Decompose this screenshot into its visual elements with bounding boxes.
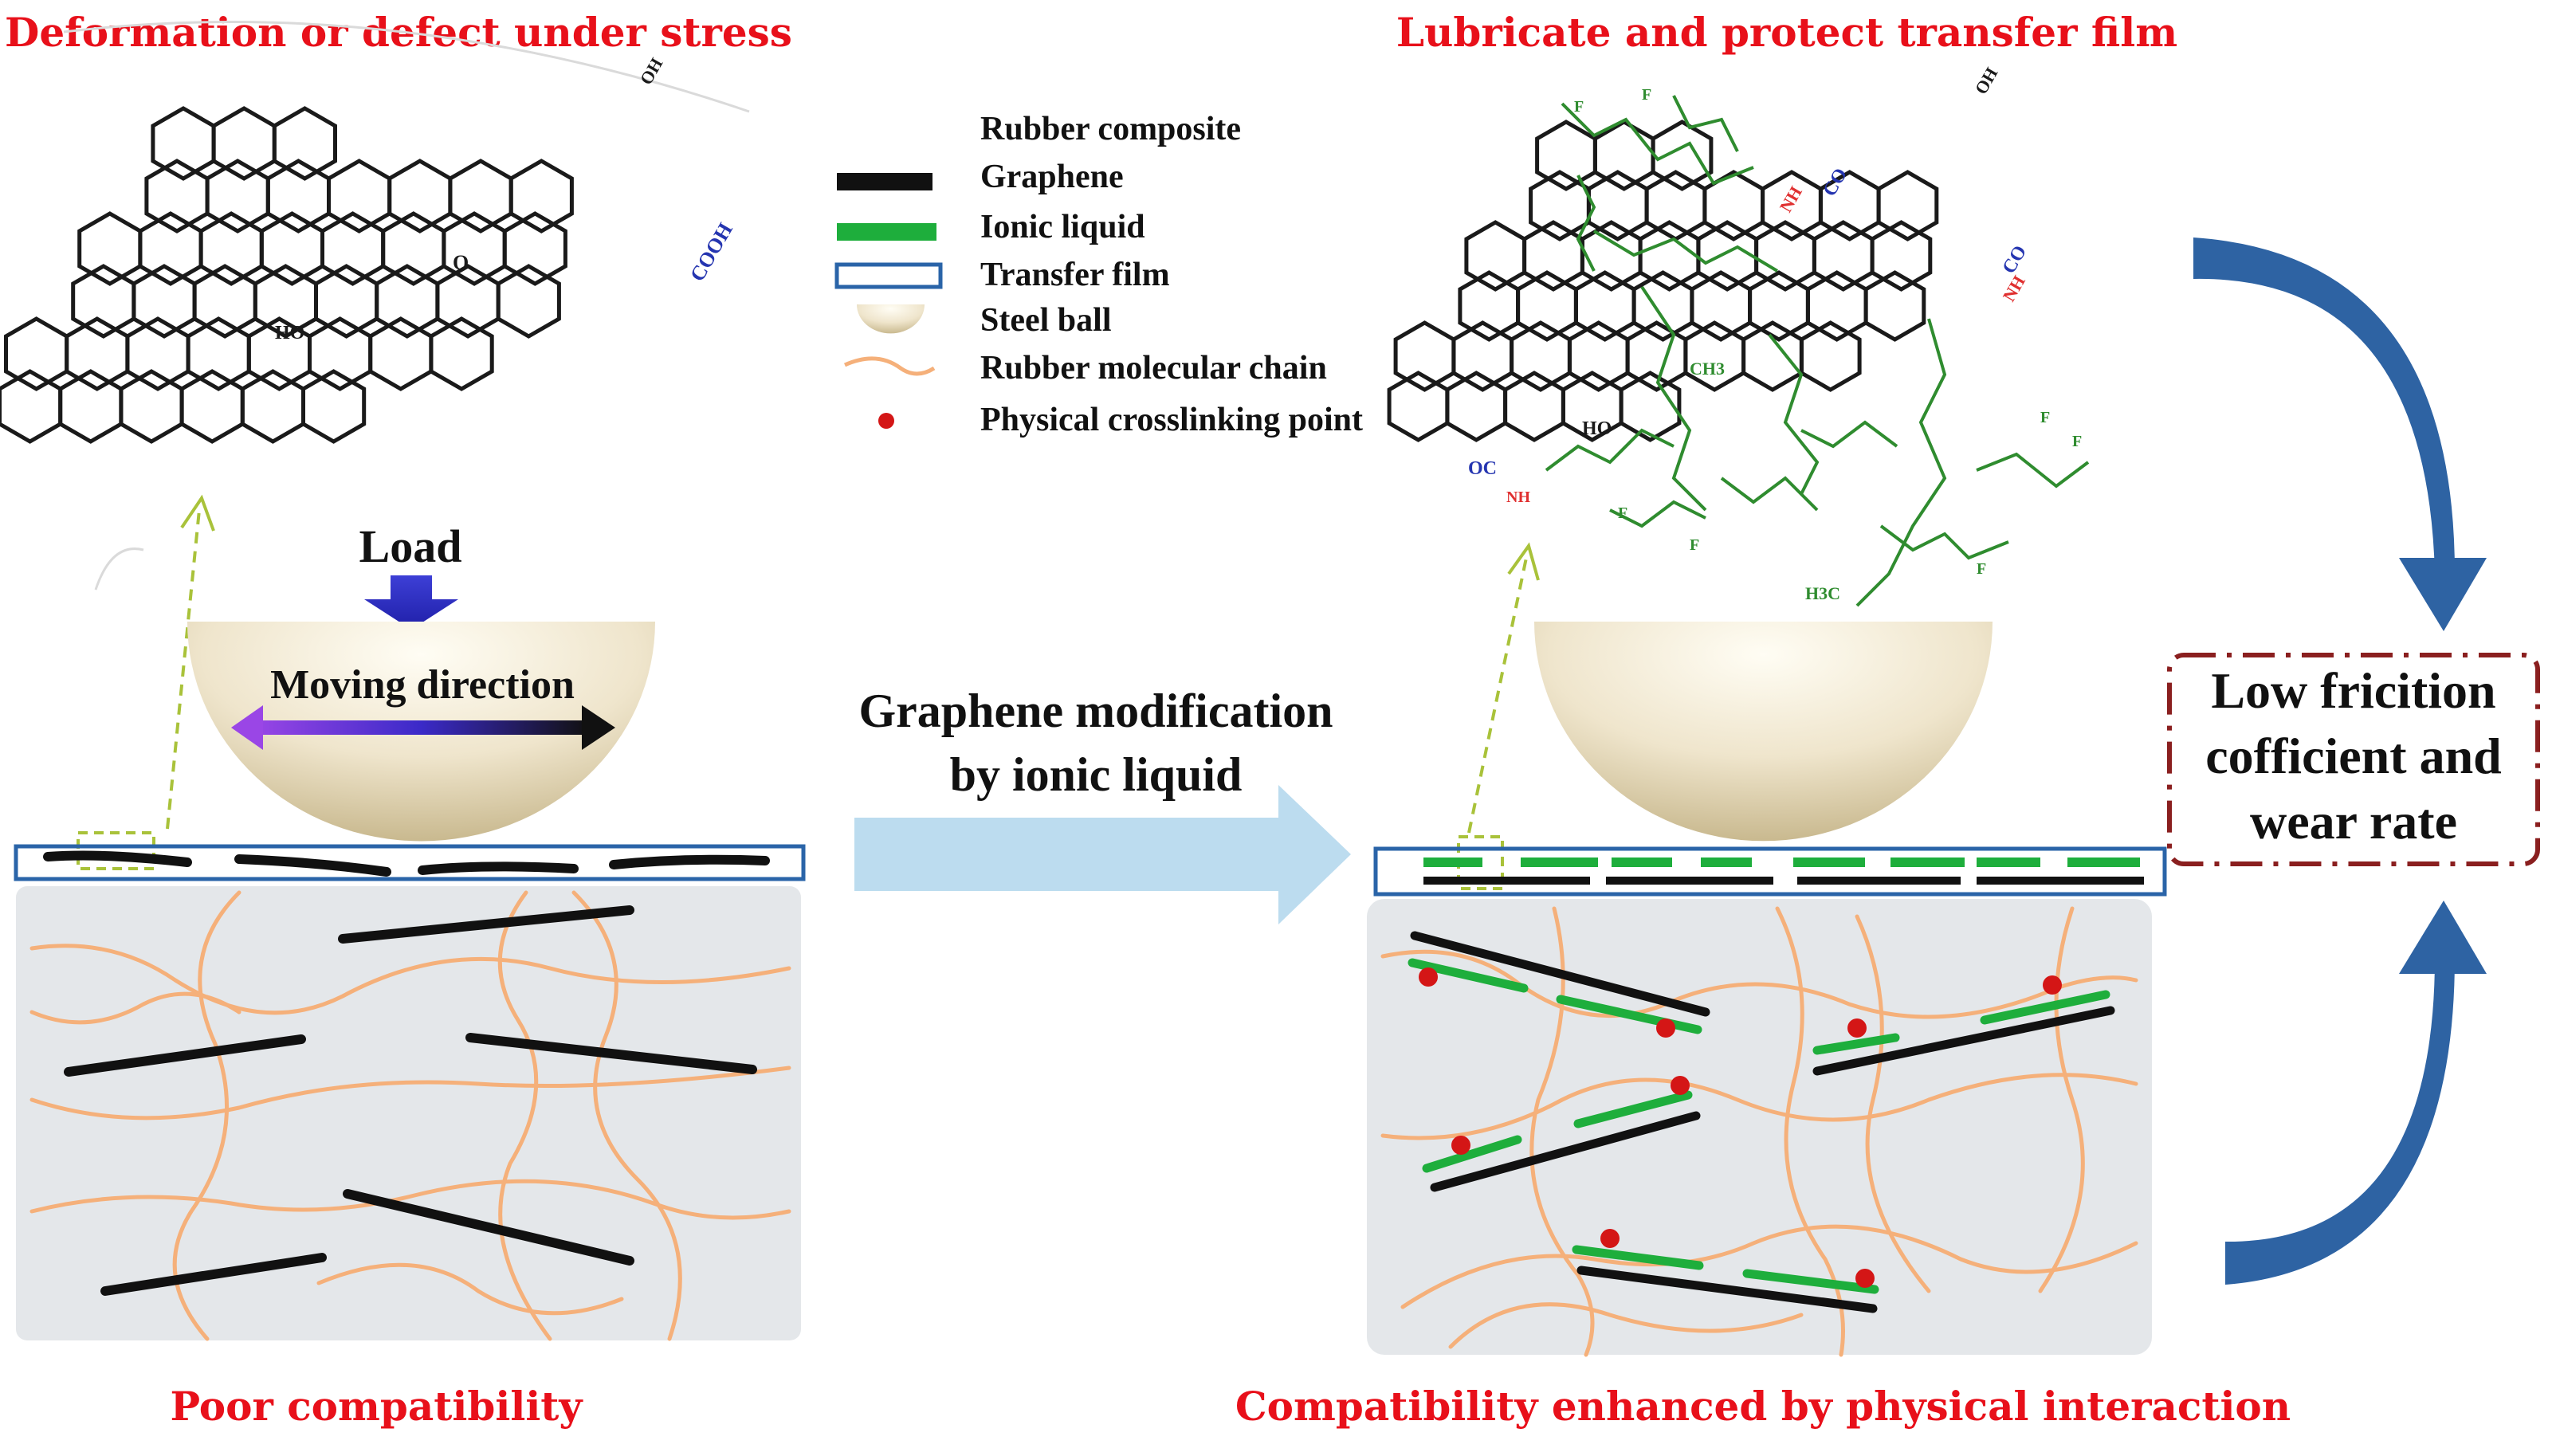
- legend-symbol-crosslinking-point: [878, 413, 894, 429]
- steel-ball-right: [1534, 622, 1993, 842]
- chem-f-label: F: [1977, 560, 1986, 578]
- graphene-molecule-right: F F F F F F F OH NH CO CO NH OC NH HO CH…: [1387, 64, 2090, 607]
- legend-symbol-ionic-liquid: [837, 223, 936, 241]
- chem-nh-right: NH: [1999, 272, 2029, 304]
- chem-epoxy-o-left: O: [453, 251, 469, 274]
- hexagon-ring: [368, 316, 434, 391]
- moving-direction-arrow: [231, 705, 615, 750]
- chem-ho-right: HO: [1582, 418, 1612, 439]
- hexagon-ring: [1863, 270, 1926, 342]
- hexagon-ring: [1387, 371, 1450, 442]
- legend-item-graphene: Graphene: [837, 159, 1124, 195]
- chem-f-label: F: [2072, 433, 2082, 450]
- hexagon-ring: [508, 159, 574, 234]
- legend-symbol-graphene: [837, 173, 932, 190]
- result-line3: wear rate: [2250, 793, 2457, 850]
- chem-ho-left: HO: [275, 323, 304, 343]
- legend-symbol-steel-ball: [857, 304, 925, 334]
- legend-label-graphene: Graphene: [980, 159, 1124, 195]
- modification-arrow: [854, 785, 1351, 924]
- legend-label-transfer-film: Transfer film: [980, 257, 1170, 293]
- legend-item-crosslinking-point: Physical crosslinking point: [878, 402, 1363, 438]
- hexagon-ring: [1741, 320, 1804, 392]
- hexagon-ring: [429, 316, 494, 391]
- curved-arrow-bottom: [2225, 901, 2487, 1285]
- transfer-film-right: [1373, 846, 2167, 897]
- graphene-sheets-left: [64, 905, 757, 1296]
- load-label: Load: [359, 520, 462, 572]
- legend-item-transfer-film: Transfer film: [834, 257, 1170, 293]
- legend-label-rubber-composite: Rubber composite: [980, 111, 1241, 147]
- legend-label-rubber-chain: Rubber molecular chain: [980, 350, 1327, 387]
- chem-f-label: F: [1642, 86, 1651, 104]
- chem-ch3: CH3: [1690, 359, 1725, 379]
- hexagon-ring: [496, 264, 561, 339]
- rubber-panel-right: [1367, 899, 2152, 1355]
- hexagon-ring: [179, 369, 245, 444]
- hexagon-ring: [1651, 120, 1714, 191]
- hexagon-ring: [58, 369, 124, 444]
- hexagon-ring: [272, 106, 337, 181]
- modification-label-line2: by ionic liquid: [950, 748, 1243, 801]
- legend-item-rubber-chain: Rubber molecular chain: [843, 350, 1327, 387]
- hexagon-ring: [1619, 371, 1682, 442]
- ionic-liquid-fluorine-labels: F F F F F F F: [1574, 86, 2082, 578]
- hexagon-ring: [1445, 371, 1508, 442]
- hexagon-ring: [1876, 170, 1939, 241]
- modification-label-line1: Graphene modification: [859, 685, 1333, 737]
- legend-item-steel-ball: Steel ball: [857, 302, 1112, 339]
- hexagon-ring: [502, 211, 567, 286]
- result-box: Low fricition cofficient and wear rate: [2167, 653, 2540, 866]
- title-lubricate: Lubricate and protect transfer film: [1396, 9, 2177, 56]
- title-compatibility-enhanced: Compatibility enhanced by physical inter…: [1235, 1383, 2291, 1430]
- chem-nh-top: NH: [1776, 182, 1806, 215]
- hexagon-ring: [301, 369, 367, 444]
- chem-co-top: CO: [1820, 165, 1852, 200]
- transfer-film-left: [14, 844, 806, 881]
- legend-item-ionic-liquid: Ionic liquid: [837, 209, 1145, 245]
- chem-oh-top-right: OH: [1971, 64, 2002, 97]
- chem-cooh-left: COOH: [685, 219, 737, 285]
- legend-label-ionic-liquid: Ionic liquid: [980, 209, 1145, 245]
- legend-label-crosslinking-point: Physical crosslinking point: [980, 402, 1363, 438]
- result-line2: cofficient and: [2205, 728, 2502, 784]
- rubber-panel-left: [16, 886, 801, 1340]
- zoom-indicator-right: [1457, 542, 1540, 890]
- hexagon-ring: [1799, 320, 1862, 392]
- graphene-molecule-left: OH COOH HO O: [0, 21, 750, 591]
- hexagon-ring: [1683, 320, 1746, 392]
- chem-nh-left: NH: [1506, 489, 1530, 506]
- chem-oc-left: OC: [1468, 458, 1497, 479]
- chem-f-label: F: [1690, 536, 1699, 554]
- title-poor-compatibility: Poor compatibility: [171, 1383, 584, 1430]
- rubber-chains-left: [29, 890, 791, 1341]
- chem-f-label: F: [1618, 504, 1627, 522]
- result-line1: Low fricition: [2211, 662, 2495, 719]
- chem-h3c: H3C: [1805, 583, 1840, 603]
- zoom-indicator-left: [77, 494, 215, 870]
- chem-f-label: F: [1574, 98, 1584, 116]
- curved-arrow-top: [2193, 237, 2487, 631]
- legend-item-rubber-composite: Rubber composite: [980, 111, 1241, 147]
- graphene-sheets-right: [1408, 931, 2115, 1313]
- hexagon-ring: [1503, 371, 1565, 442]
- hexagon-ring: [240, 369, 305, 444]
- hexagon-ring: [1870, 220, 1933, 292]
- legend-symbol-rubber-chain: [843, 356, 936, 376]
- chem-co-right: CO: [1999, 242, 2032, 277]
- chem-f-label: F: [2040, 409, 2050, 426]
- rubber-chains-right: [1380, 906, 2138, 1357]
- legend: Rubber composite Graphene Ionic liquid T…: [834, 111, 1363, 438]
- moving-direction-label: Moving direction: [270, 662, 575, 708]
- film-graphene-fragments-left: [43, 850, 770, 877]
- ionic-liquid-chains: [1545, 95, 2090, 607]
- legend-label-steel-ball: Steel ball: [980, 302, 1112, 339]
- hexagon-ring: [119, 369, 184, 444]
- hexagon-ring: [0, 369, 63, 444]
- load-arrow: [364, 575, 458, 630]
- legend-symbol-transfer-film: [834, 262, 943, 289]
